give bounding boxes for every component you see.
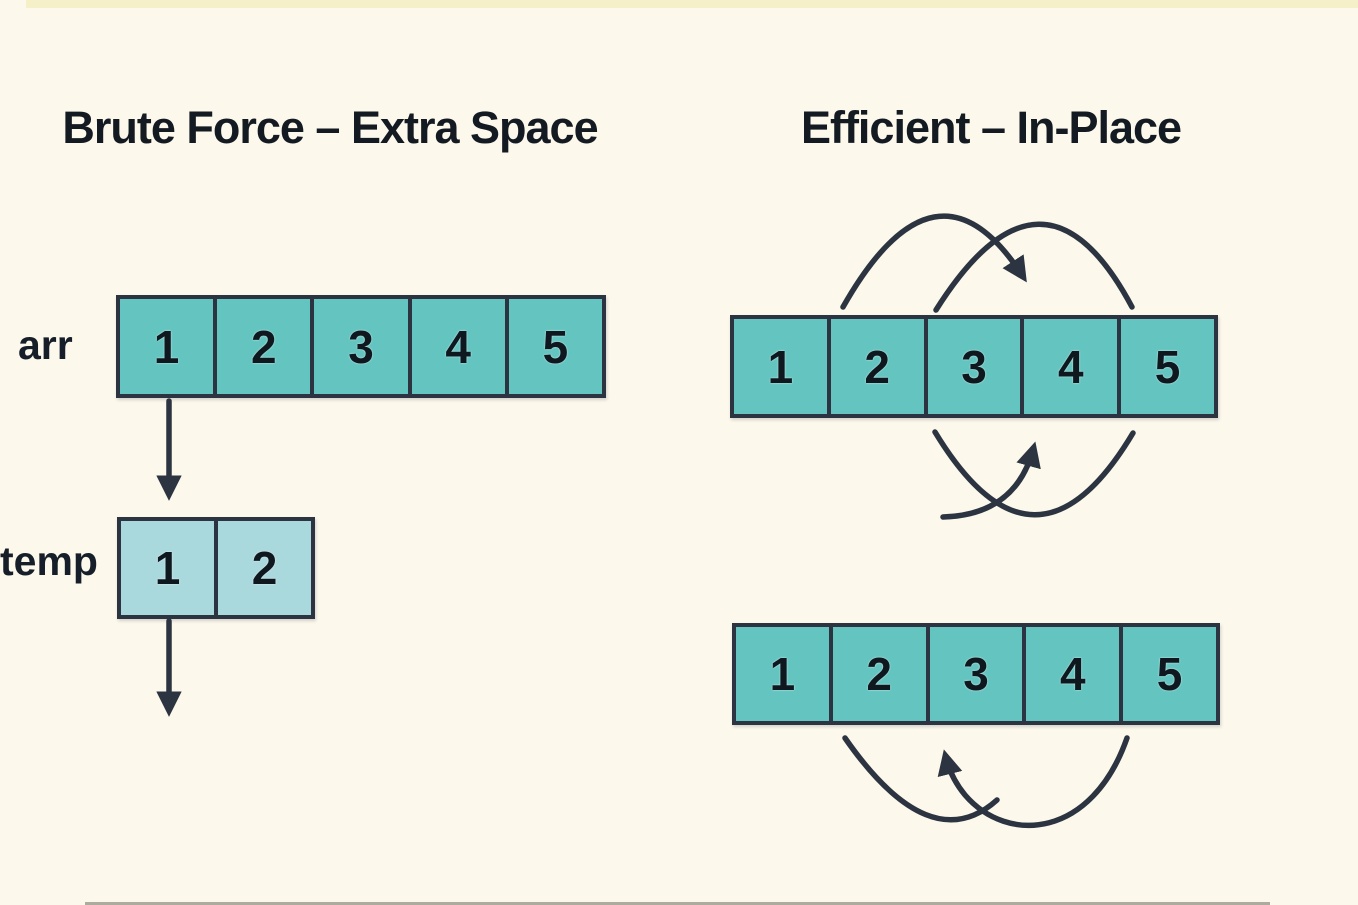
array-cell: 2 xyxy=(830,319,928,414)
array-cell: 2 xyxy=(218,521,311,615)
top-edge-strip xyxy=(26,0,1358,8)
array-cell: 1 xyxy=(121,521,218,615)
array-cell: 3 xyxy=(314,299,412,394)
left-panel-title: Brute Force – Extra Space xyxy=(62,102,598,153)
array-cell: 1 xyxy=(736,627,833,721)
array-cell: 4 xyxy=(1024,319,1122,414)
right-panel-title: Efficient – In-Place xyxy=(800,102,1182,153)
array-cell: 5 xyxy=(1121,319,1214,414)
curved-arrow-under-top-array-icon xyxy=(940,441,1041,520)
curved-arc-under-bottom-array-icon xyxy=(842,735,1000,823)
array-cell: 5 xyxy=(508,299,603,394)
array-cell: 4 xyxy=(411,299,509,394)
curved-arc-top-right-icon xyxy=(933,221,1135,313)
array-cell: 5 xyxy=(1123,627,1216,721)
array-cell: 1 xyxy=(734,319,831,414)
bottom-edge-strip xyxy=(85,902,1270,905)
array-cell: 3 xyxy=(929,627,1027,721)
curved-arrow-under-bottom-array-icon xyxy=(937,735,1130,829)
curved-arrow-top-left-icon xyxy=(840,213,1027,310)
curved-arc-under-top-array-icon xyxy=(932,429,1136,518)
arr-label: arr xyxy=(18,322,73,368)
array-cell: 1 xyxy=(120,299,218,394)
array-cell: 3 xyxy=(927,319,1025,414)
array-cell: 2 xyxy=(217,299,315,394)
array-cell: 4 xyxy=(1026,627,1124,721)
array-cell: 2 xyxy=(832,627,930,721)
temp-label: temp xyxy=(0,538,98,584)
